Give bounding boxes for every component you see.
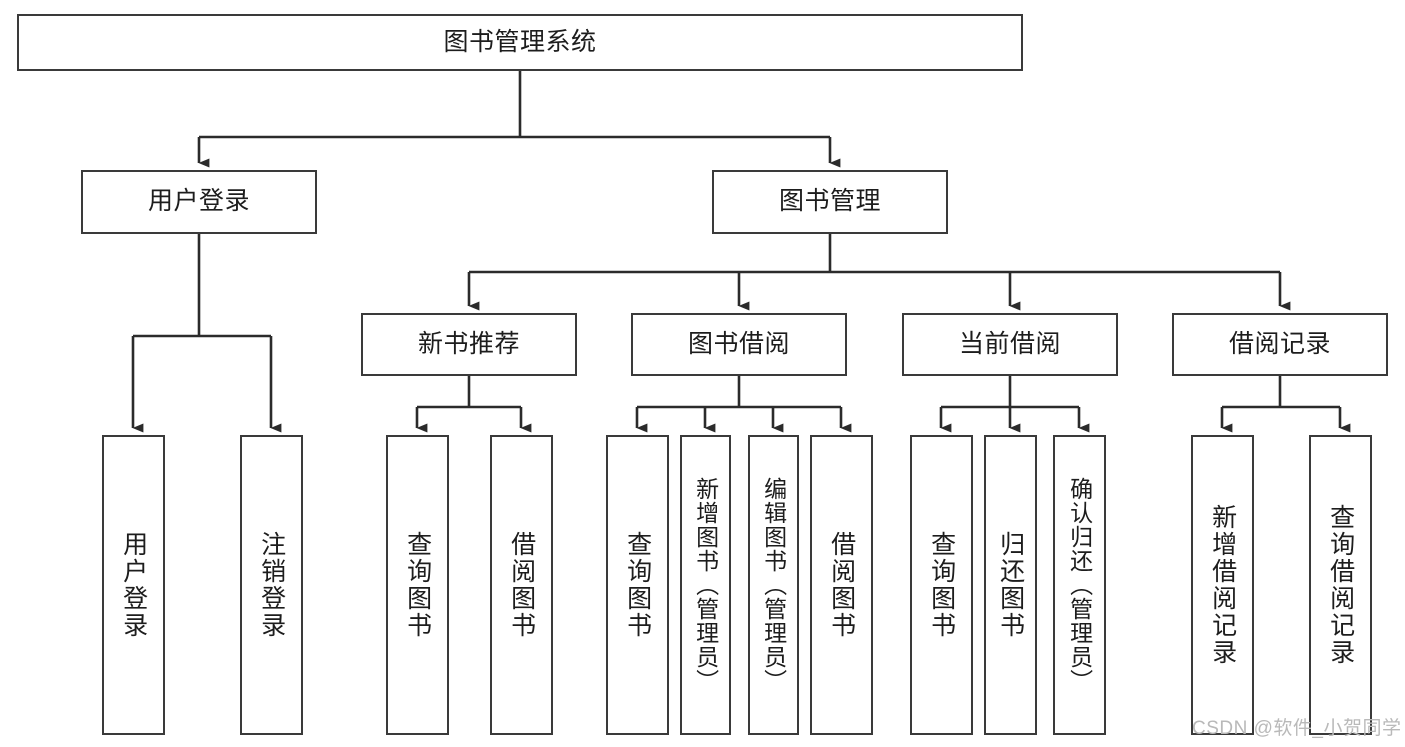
leaf-nb-query-book-label: 查询图书 xyxy=(403,531,432,639)
node-user-login-label: 用户登录 xyxy=(147,187,250,216)
node-root-system[interactable]: 图书管理系统 xyxy=(17,14,1023,71)
node-root-system-label: 图书管理系统 xyxy=(443,27,597,56)
node-book-management-label: 图书管理 xyxy=(778,187,881,216)
leaf-bb-add-book-admin-label: 新增图书（管理员） xyxy=(692,477,719,693)
leaf-nb-borrow-book-label: 借阅图书 xyxy=(507,531,536,639)
leaf-user-login[interactable]: 用户登录 xyxy=(102,435,165,735)
leaf-user-login-label: 用户登录 xyxy=(119,531,148,639)
node-book-borrow[interactable]: 图书借阅 xyxy=(631,313,847,376)
node-new-book-recommend[interactable]: 新书推荐 xyxy=(361,313,577,376)
node-book-management[interactable]: 图书管理 xyxy=(712,170,948,234)
leaf-br-query-record[interactable]: 查询借阅记录 xyxy=(1309,435,1372,735)
leaf-br-add-record-label: 新增借阅记录 xyxy=(1208,504,1237,666)
leaf-nb-borrow-book[interactable]: 借阅图书 xyxy=(490,435,553,735)
leaf-bb-add-book-admin[interactable]: 新增图书（管理员） xyxy=(680,435,731,735)
node-current-borrow-label: 当前借阅 xyxy=(958,329,1061,358)
leaf-cb-confirm-return-admin[interactable]: 确认归还（管理员） xyxy=(1053,435,1106,735)
leaf-br-add-record[interactable]: 新增借阅记录 xyxy=(1191,435,1254,735)
leaf-cb-confirm-return-admin-label: 确认归还（管理员） xyxy=(1066,477,1093,693)
leaf-cb-return-book-label: 归还图书 xyxy=(996,531,1025,639)
leaf-bb-query-book-label: 查询图书 xyxy=(623,531,652,639)
node-user-login[interactable]: 用户登录 xyxy=(81,170,317,234)
node-book-borrow-label: 图书借阅 xyxy=(687,329,790,358)
leaf-bb-edit-book-admin[interactable]: 编辑图书（管理员） xyxy=(748,435,799,735)
leaf-bb-borrow-book-label: 借阅图书 xyxy=(827,531,856,639)
node-new-book-recommend-label: 新书推荐 xyxy=(417,329,520,358)
leaf-cb-return-book[interactable]: 归还图书 xyxy=(984,435,1037,735)
node-borrow-record-label: 借阅记录 xyxy=(1228,329,1331,358)
node-current-borrow[interactable]: 当前借阅 xyxy=(902,313,1118,376)
leaf-br-query-record-label: 查询借阅记录 xyxy=(1326,504,1355,666)
node-borrow-record[interactable]: 借阅记录 xyxy=(1172,313,1388,376)
leaf-bb-query-book[interactable]: 查询图书 xyxy=(606,435,669,735)
leaf-nb-query-book[interactable]: 查询图书 xyxy=(386,435,449,735)
csdn-watermark: CSDN @软件_小贺同学 xyxy=(1192,718,1402,739)
leaf-cb-query-book[interactable]: 查询图书 xyxy=(910,435,973,735)
leaf-cb-query-book-label: 查询图书 xyxy=(927,531,956,639)
leaf-logout[interactable]: 注销登录 xyxy=(240,435,303,735)
leaf-logout-label: 注销登录 xyxy=(257,531,286,639)
leaf-bb-edit-book-admin-label: 编辑图书（管理员） xyxy=(760,477,787,693)
leaf-bb-borrow-book[interactable]: 借阅图书 xyxy=(810,435,873,735)
